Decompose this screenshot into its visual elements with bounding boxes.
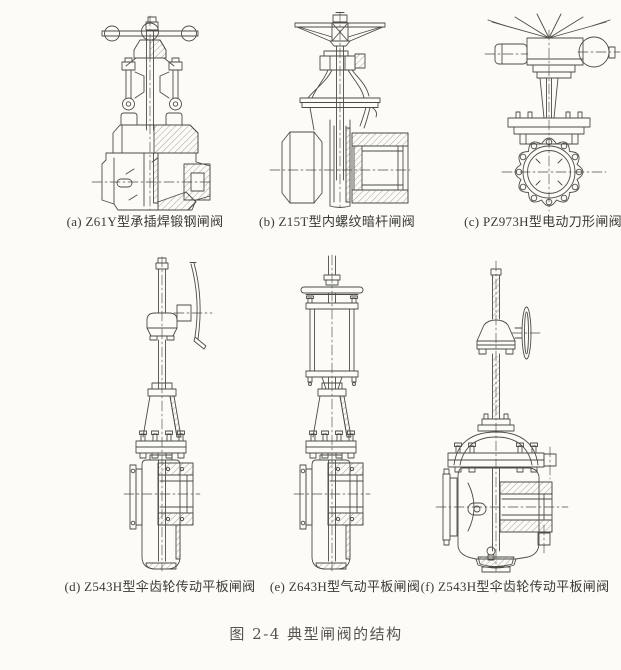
- caption-valve-e: (e) Z643H型气动平板闸阀: [269, 579, 421, 594]
- valve-d-drawing: [100, 253, 224, 575]
- figure-title: 图 2-4 典型闸阀的结构: [229, 625, 403, 643]
- caption-valve-f: (f) Z543H型伞齿轮传动平板闸阀: [420, 579, 610, 594]
- valve-f-drawing: [418, 257, 608, 575]
- valve-b-drawing: [270, 10, 410, 212]
- caption-valve-a: (a) Z61Y型承插焊锻钢闸阀: [66, 214, 224, 229]
- caption-valve-d: (d) Z543H型伞齿轮传动平板闸阀: [64, 579, 256, 594]
- valve-a-drawing: [92, 12, 212, 212]
- valve-e-drawing: [270, 253, 396, 575]
- caption-valve-c: (c) PZ973H型电动刀形闸阀: [464, 214, 621, 229]
- valve-c-drawing: [458, 12, 621, 212]
- caption-valve-b: (b) Z15T型内螺纹暗杆闸阀: [258, 214, 416, 229]
